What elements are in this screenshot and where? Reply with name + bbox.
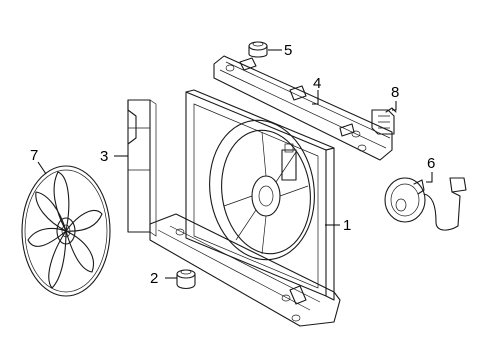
callout-label-2: 2 [150,270,158,287]
callout-1: 1 [325,217,351,234]
callout-label-4: 4 [313,75,321,92]
callout-label-5: 5 [284,42,292,59]
callout-7: 7 [30,147,47,175]
callout-6: 6 [426,155,435,183]
callout-2: 2 [150,270,177,287]
callout-3: 3 [100,148,128,165]
fan-shroud [149,89,341,327]
callout-8: 8 [391,84,399,111]
upper-support-bracket [213,55,393,161]
callout-label-3: 3 [100,148,108,165]
callout-4: 4 [312,75,321,105]
grommet-lower [176,269,196,290]
cooling-fan-blade [21,165,111,297]
callout-label-6: 6 [427,155,435,172]
callout-5: 5 [268,42,292,59]
fan-motor [384,177,467,231]
callout-label-1: 1 [343,217,351,234]
fan-connector [371,107,397,135]
grommet-upper [248,41,268,58]
callout-label-7: 7 [30,147,38,164]
air-guide-panel [127,99,157,237]
callout-label-8: 8 [391,84,399,101]
